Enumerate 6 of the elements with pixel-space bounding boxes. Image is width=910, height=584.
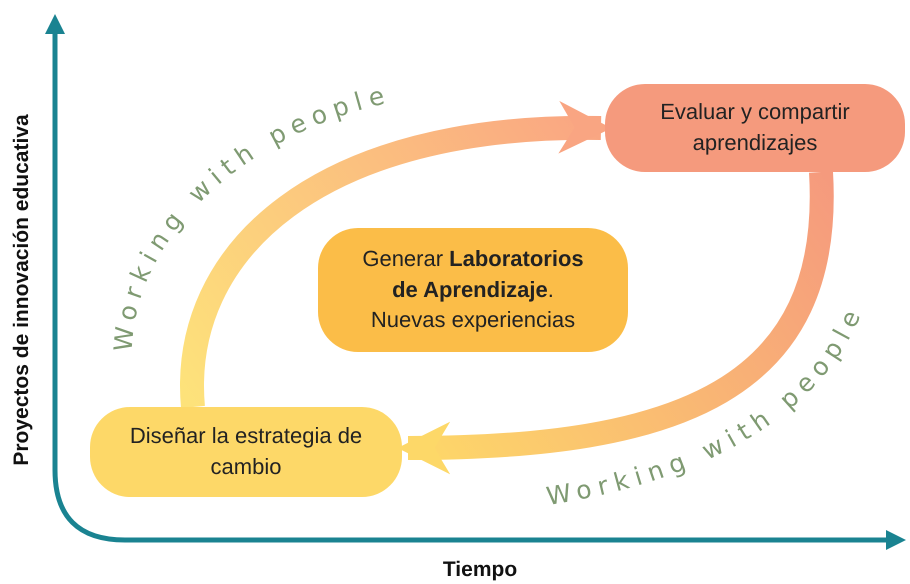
axis-label: Tiempo (442, 558, 518, 582)
axis-label: Proyectos de innovación educativa (10, 114, 34, 466)
box-text: Diseñar la estrategia de cambio (128, 422, 364, 481)
rounded-box (318, 228, 628, 352)
box-text: Generar Laboratorios de Aprendizaje. Nuevas experiencias (361, 244, 585, 334)
box-text: Evaluar y compartir aprendizajes (659, 98, 851, 157)
